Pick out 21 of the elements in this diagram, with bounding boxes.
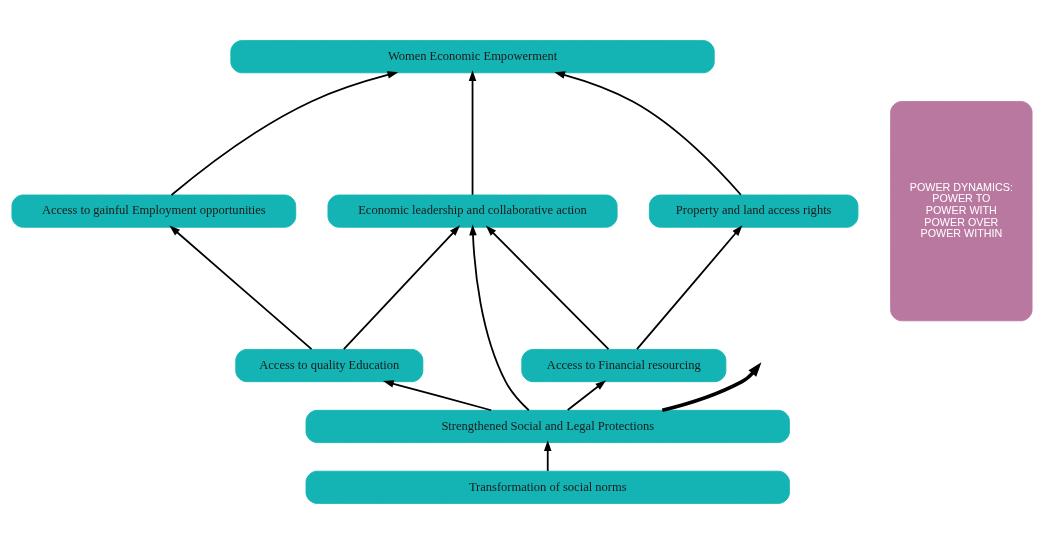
node-box: Access to Financial resourcing [521, 349, 727, 383]
arrow [485, 225, 610, 351]
arrow [566, 380, 607, 411]
arrow [169, 225, 313, 351]
node-box: Strengthened Social and Legal Protections [305, 409, 790, 443]
node-box: Access to quality Education [235, 349, 424, 383]
node-box: POWER DYNAMICS: POWER TO POWER WITH POWER OVER POWER WITHIN [890, 101, 1033, 322]
arrow [469, 224, 530, 412]
arrow [170, 71, 399, 196]
arrow [342, 225, 461, 351]
arrow [468, 70, 477, 196]
arrow [554, 71, 742, 196]
node-box: Access to gainful Employment opportunities [11, 194, 297, 228]
node-box: Property and land access rights [648, 194, 859, 228]
node-box: Economic leadership and collaborative action [327, 194, 618, 228]
arrow [636, 225, 743, 351]
arrow [543, 440, 552, 472]
arrow [383, 380, 493, 412]
arrow [661, 362, 762, 412]
node-box: Transformation of social norms [305, 470, 790, 504]
node-box: Women Economic Empowerment [230, 40, 715, 74]
